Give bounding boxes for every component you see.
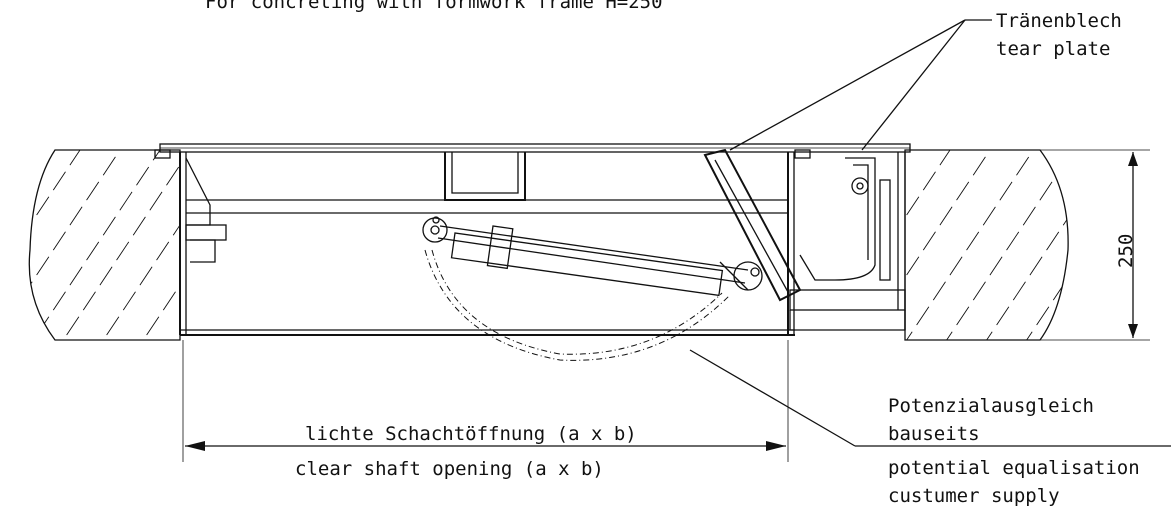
equalisation-label-en-1: potential equalisation [888,457,1140,479]
top-caption: For concreting with formwork frame H=250 [205,0,663,13]
opening-label-de: lichte Schachtöffnung (a x b) [305,423,637,445]
tear-plate-label-de: Tränenblech [996,10,1122,32]
tear-plate-label-en: tear plate [996,38,1110,60]
opening-label-en: clear shaft opening (a x b) [295,458,604,480]
opening-dimension [182,340,789,462]
equalisation-label-en-2: custumer supply [888,485,1060,507]
equalisation-label-de-1: Potenzialausgleich [888,395,1094,417]
equalisation-leader [689,349,1171,447]
dimension-250-label: 250 [1115,234,1137,268]
equalisation-label-de-2: bauseits [888,423,980,445]
tear-plate-leader [729,19,992,151]
lid-swing-arc [424,249,731,361]
right-concrete-wall [904,149,1069,341]
dimension-250 [910,149,1150,341]
gas-spring [422,216,763,297]
shaft-cover-frame [154,143,911,336]
left-concrete-wall [28,149,181,341]
